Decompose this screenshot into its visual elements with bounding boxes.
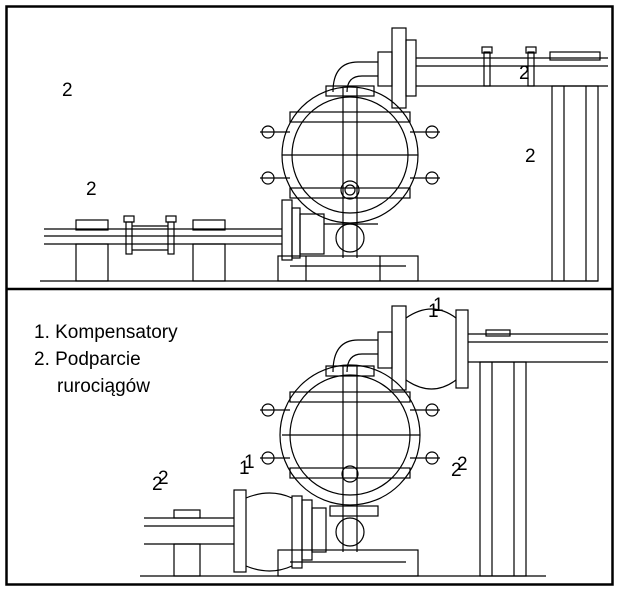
legend-item-compensators: 1. Kompensatory (34, 322, 178, 343)
callout-support-left-pipe: 2 (86, 179, 97, 200)
bottom-panel (140, 305, 608, 577)
callout-support-lower-left-a: 2 (152, 474, 163, 495)
callout-support-top-left: 2 (62, 80, 73, 101)
callout-compensator-lower-b: 1 (244, 452, 255, 473)
callout-support-right-column: 2 (525, 146, 536, 167)
callout-compensator-lower-a: 1 (239, 458, 250, 479)
legend-item-pipe-supports-cont: rurociągów (57, 376, 150, 397)
callout-support-lower-right-a: 2 (451, 460, 462, 481)
callout-compensator-upper-a: 1 (428, 301, 439, 322)
callout-support-lower-left-b: 2 (158, 468, 169, 489)
callout-compensator-upper-b: 1 (433, 295, 444, 316)
legend-item-pipe-supports: 2. Podparcie (34, 349, 141, 370)
outer-frame (5, 5, 614, 586)
callout-support-upper-pipe: 2 (519, 63, 530, 84)
legend: 1. Kompensatory 2. Podparcie rurociągów (34, 319, 178, 400)
callout-support-lower-right-b: 2 (457, 454, 468, 475)
top-panel (40, 27, 608, 282)
